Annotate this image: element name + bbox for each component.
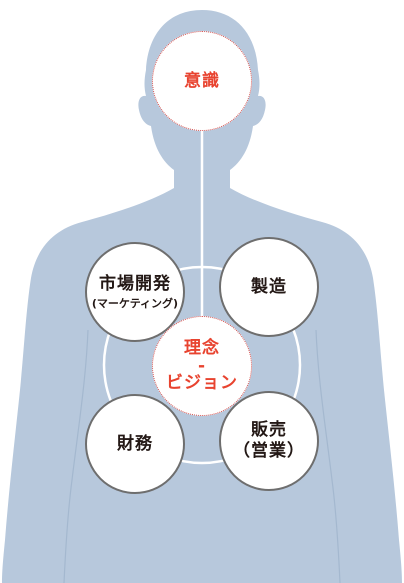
node-marketing-label: 市場開発 bbox=[99, 273, 171, 294]
node-finance: 財務 bbox=[85, 394, 185, 494]
node-marketing: 市場開発 (マーケティング) bbox=[85, 242, 185, 342]
node-sales-sublabel: （営業） bbox=[233, 441, 305, 461]
node-philosophy-line3: ビジョン bbox=[166, 373, 238, 393]
node-manufacturing: 製造 bbox=[219, 237, 319, 337]
arm-divider-left bbox=[63, 329, 89, 583]
node-sales: 販売 （営業） bbox=[219, 391, 319, 491]
functions-ring bbox=[102, 265, 302, 465]
node-consciousness: 意識 bbox=[152, 31, 252, 131]
node-marketing-sublabel: (マーケティング) bbox=[91, 296, 179, 310]
node-finance-label: 財務 bbox=[117, 433, 153, 454]
node-manufacturing-label: 製造 bbox=[251, 276, 287, 297]
node-consciousness-label: 意識 bbox=[184, 70, 220, 91]
node-sales-label: 販売 bbox=[251, 420, 287, 440]
node-philosophy: 理念 - ビジョン bbox=[152, 316, 252, 416]
arm-divider-right bbox=[315, 329, 341, 583]
node-philosophy-line2: - bbox=[197, 356, 207, 376]
node-philosophy-line1: 理念 bbox=[184, 338, 220, 358]
